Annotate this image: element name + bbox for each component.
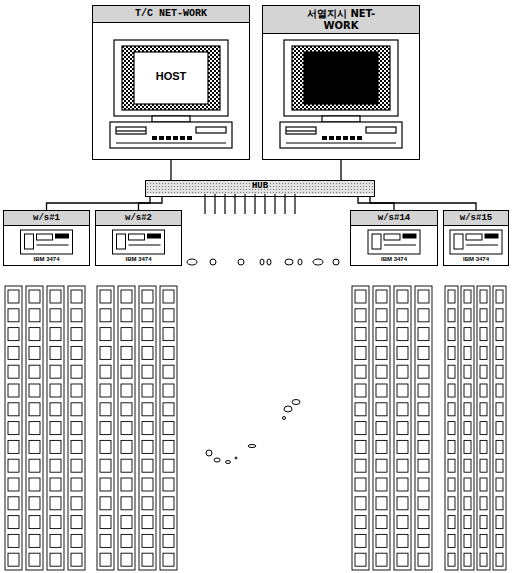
- hub-bar: HUB: [145, 180, 375, 197]
- model-number: IBM 3474: [446, 255, 506, 263]
- network-cable: [370, 197, 476, 210]
- box-title: w/s#15: [444, 211, 508, 226]
- box-title: w/s#2: [96, 211, 181, 226]
- box-title: w/s#14: [351, 211, 437, 226]
- network-cable: [170, 160, 171, 180]
- model-number: IBM 3474: [364, 255, 424, 263]
- network-cable: [139, 197, 163, 210]
- model-number: IBM 3474: [17, 255, 77, 263]
- network-cable: [47, 197, 151, 210]
- hub-label: HUB: [146, 181, 374, 192]
- box-title: T/C NET-WORK: [93, 6, 249, 23]
- model-number: IBM 3474: [109, 255, 169, 263]
- network-box: 서열지시 NET-WORK: [262, 5, 420, 160]
- screen-text: HOST: [134, 70, 208, 83]
- network-cable: [340, 160, 341, 180]
- box-title: w/s#1: [4, 211, 89, 226]
- box-title: 서열지시 NET-WORK: [263, 6, 419, 34]
- network-box: T/C NET-WORK: [92, 5, 250, 160]
